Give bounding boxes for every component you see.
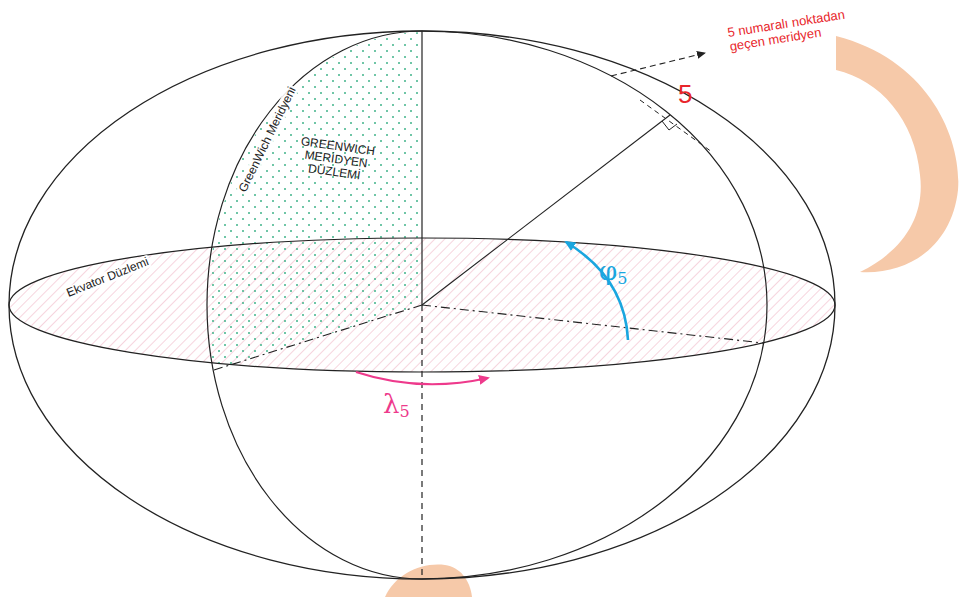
point-meridian (422, 31, 767, 579)
point-number: 5 (678, 80, 692, 109)
right-angle (662, 121, 677, 130)
radius-line (214, 305, 422, 370)
radius-line (422, 305, 763, 343)
polar-axis (421, 31, 422, 305)
radius-line (422, 115, 670, 305)
greenwich-meridian (207, 31, 422, 579)
watermark-shape (385, 565, 472, 597)
greenwich-plane (208, 32, 422, 370)
latitude-arc (566, 242, 628, 340)
tangent-line (640, 100, 712, 152)
watermark-shape (836, 36, 958, 272)
angle-label: φ5 (599, 257, 627, 288)
angle-label: λ5 (383, 390, 410, 421)
longitude-arc (356, 372, 488, 384)
sphere-outline (9, 31, 835, 579)
polar-axis (421, 305, 422, 579)
leader-arrow (611, 53, 705, 76)
